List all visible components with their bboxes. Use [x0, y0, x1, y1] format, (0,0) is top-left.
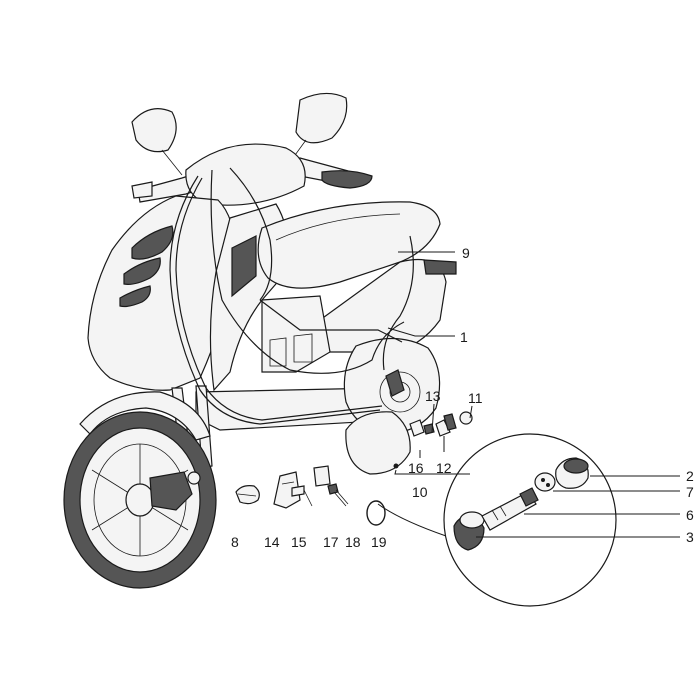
bracket-part-14: [273, 471, 301, 509]
hose-clip-part-8: [235, 485, 260, 505]
callout-16: 16: [408, 460, 424, 476]
snap-ring-part-19: [366, 500, 386, 526]
storage-box: [261, 295, 331, 373]
throttle-cable: [210, 169, 405, 374]
callout-10: 10: [412, 484, 428, 500]
front-wheel: [63, 411, 217, 589]
callout-7: 7: [686, 484, 694, 500]
detail-magnifier-circle: [443, 433, 617, 607]
headset: [185, 143, 306, 206]
callout-2: 2: [686, 468, 694, 484]
left-mirror: [131, 108, 177, 153]
speedometer-cable: [169, 175, 383, 425]
callout-8: 8: [231, 534, 239, 550]
washer-part-7: [534, 472, 556, 492]
callout-17: 17: [323, 534, 339, 550]
clip-plate-part-17: [313, 465, 331, 487]
leader-lines: [387, 251, 680, 538]
rear-wheel: [345, 411, 411, 475]
cable-fitting-parts: [409, 411, 473, 437]
right-grip: [321, 170, 373, 189]
callout-12: 12: [436, 460, 452, 476]
callout-labels: 1 2 3 6 7 8 9 10 11 12 13 14 15 16 17 18…: [231, 245, 694, 550]
screw-part-15: [291, 485, 313, 507]
cable-9: [382, 235, 414, 371]
cable-dot: [393, 463, 399, 469]
callout-3: 3: [686, 529, 694, 545]
callout-6: 6: [686, 507, 694, 523]
bolt-part-18: [327, 483, 349, 507]
callout-15: 15: [291, 534, 307, 550]
callout-9: 9: [462, 245, 470, 261]
seat: [257, 201, 441, 289]
left-grip: [131, 181, 153, 199]
brake-cable: [229, 167, 403, 343]
callout-19: 19: [371, 534, 387, 550]
right-mirror: [295, 92, 348, 144]
callout-1: 1: [460, 329, 468, 345]
callout-14: 14: [264, 534, 280, 550]
detail-assembly: [453, 457, 589, 551]
detail-leader-line: [377, 503, 447, 537]
tail-light: [423, 259, 457, 275]
callout-18: 18: [345, 534, 361, 550]
callout-11: 11: [468, 390, 483, 406]
brake-caliper: [149, 471, 193, 511]
scooter-illustration: [63, 92, 457, 589]
front-fender: [79, 391, 211, 441]
shaft-part-6: [481, 491, 537, 531]
callout-13: 13: [425, 388, 441, 404]
